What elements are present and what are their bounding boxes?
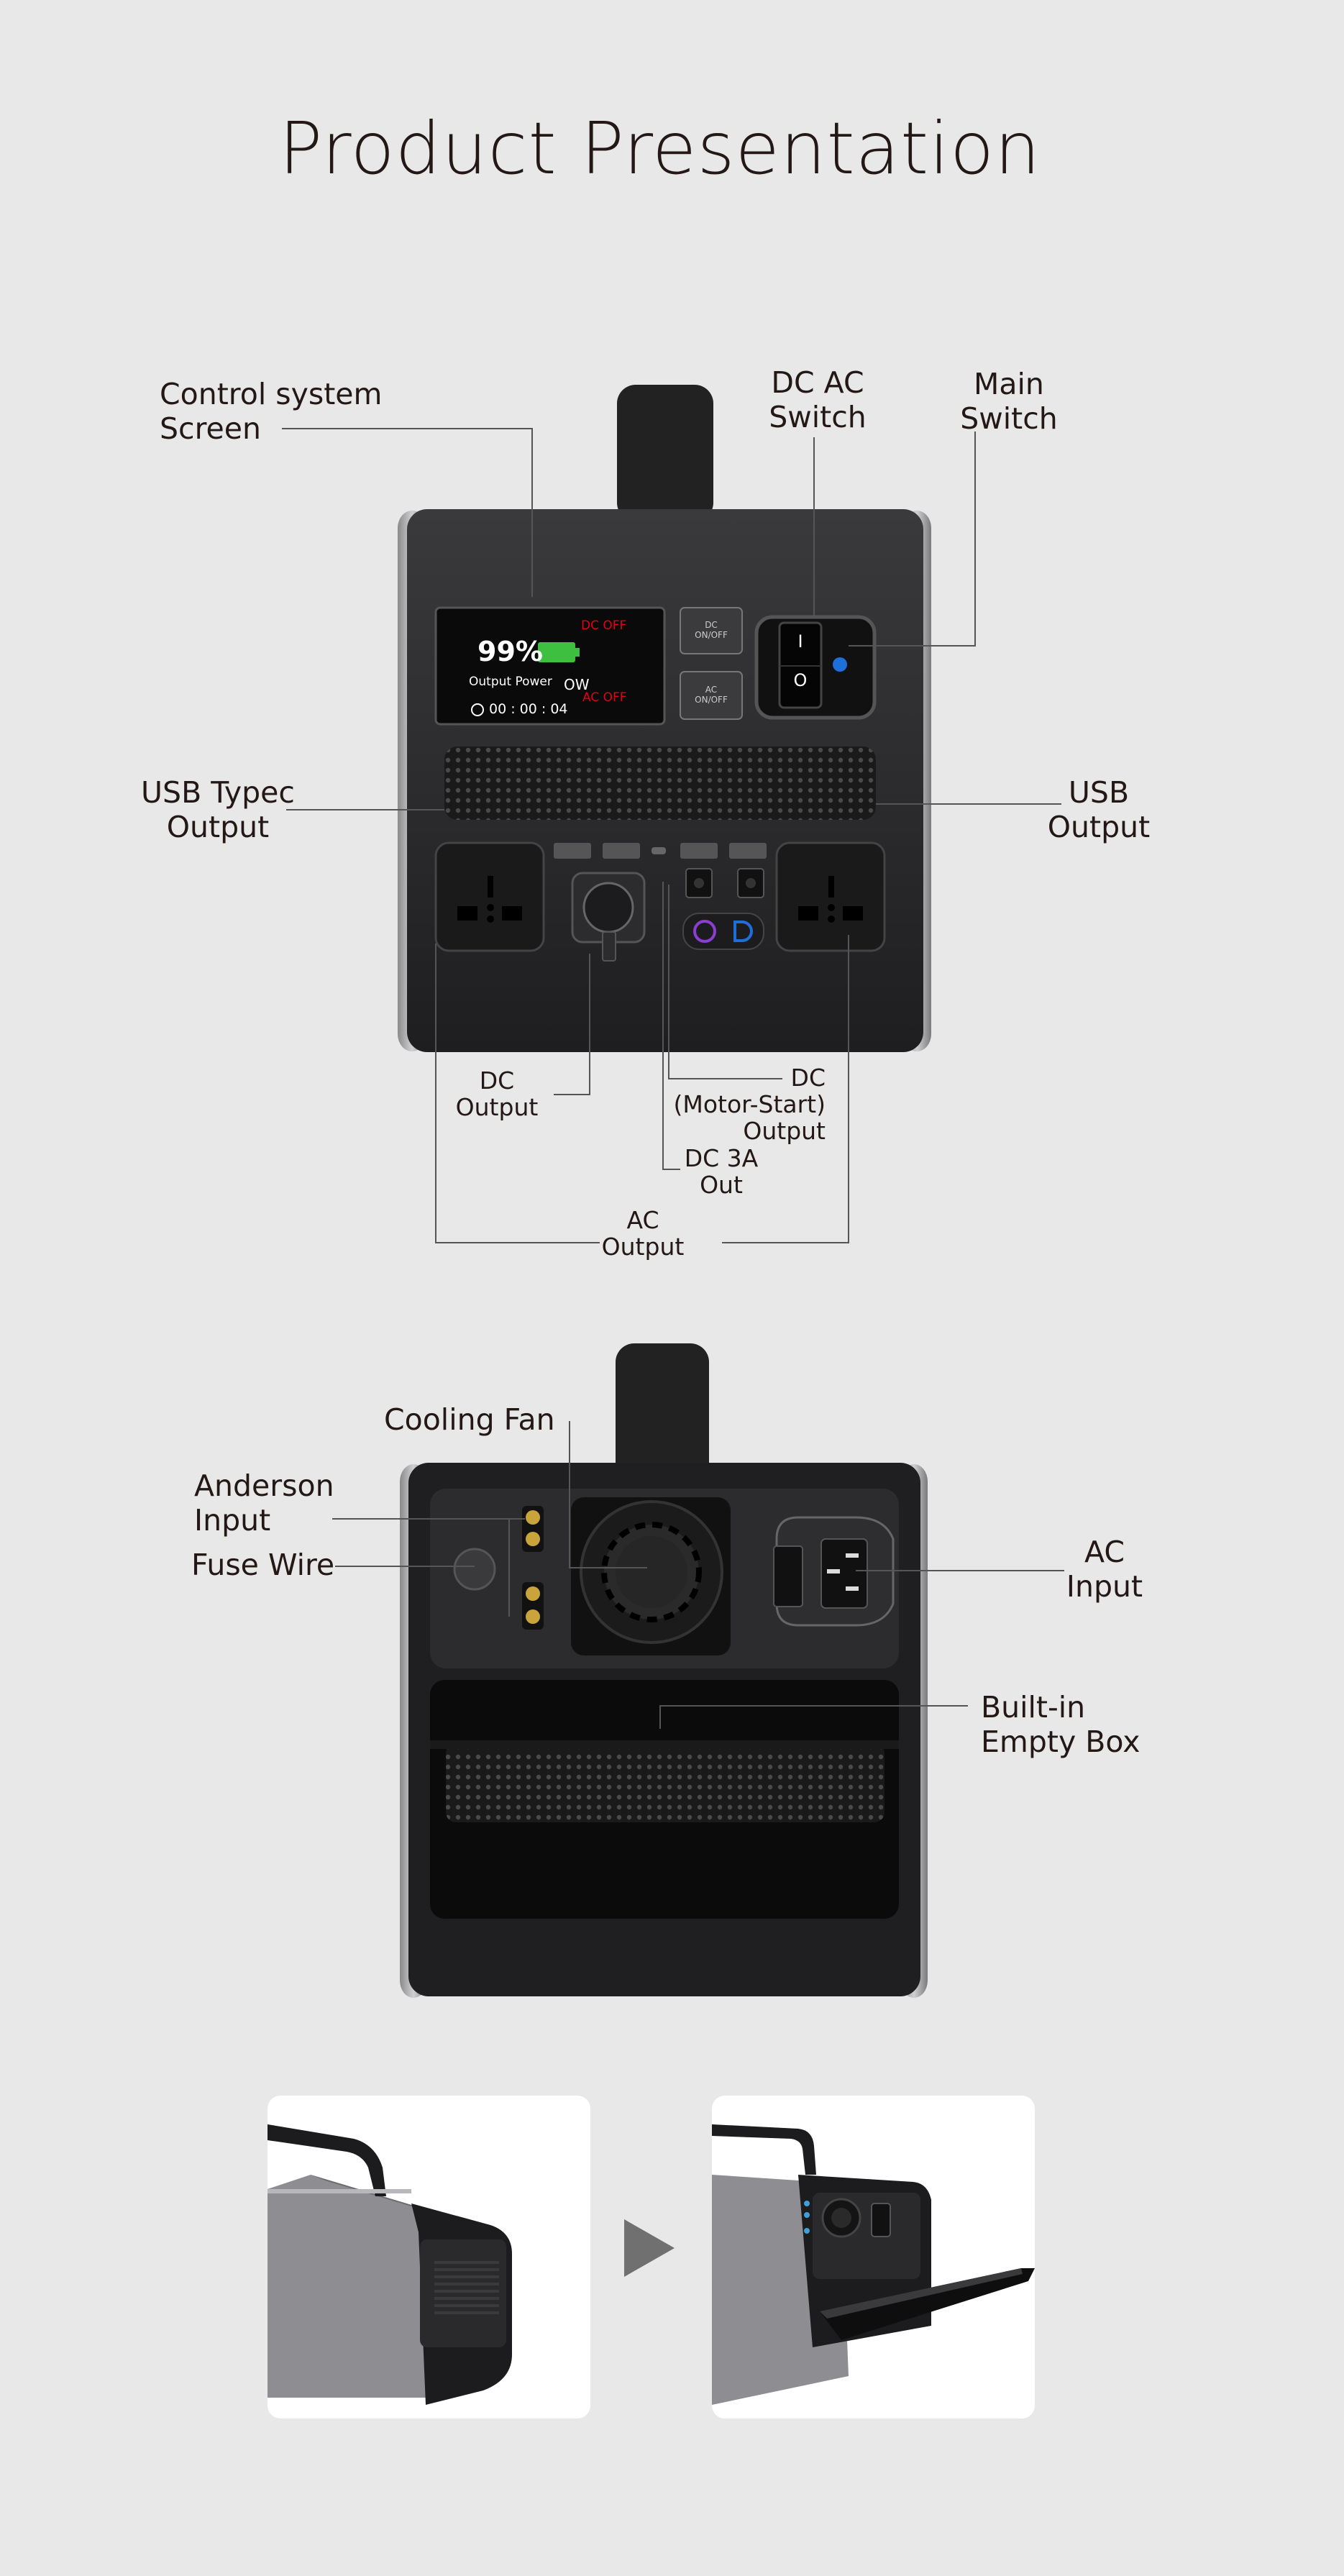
clock-icon bbox=[471, 703, 484, 716]
usb-port-1 bbox=[554, 843, 591, 859]
back-handle bbox=[616, 1343, 709, 1487]
ac-status: AC OFF bbox=[582, 690, 627, 705]
label-fuse-wire: Fuse Wire bbox=[191, 1548, 335, 1582]
anderson-input-ports bbox=[522, 1506, 544, 1630]
switch-on-mark: I bbox=[797, 631, 803, 652]
label-built-in-empty-box: Built-in Empty Box bbox=[981, 1690, 1140, 1759]
usb-port-2 bbox=[603, 843, 640, 859]
usb-port-4 bbox=[729, 843, 767, 859]
output-power-value: OW bbox=[564, 676, 590, 693]
dc-onoff-button[interactable]: DC ON/OFF bbox=[695, 620, 728, 640]
label-dc-motor-start-output: DC (Motor-Start) Output bbox=[673, 1064, 826, 1145]
fuse-wire-holder bbox=[453, 1548, 496, 1591]
label-ac-input: AC Input bbox=[1066, 1535, 1143, 1604]
label-ac-output: AC Output bbox=[601, 1206, 685, 1261]
control-screen bbox=[434, 606, 666, 726]
page-title: Product Presentation bbox=[279, 106, 1041, 191]
label-anderson-input: Anderson Input bbox=[194, 1469, 334, 1538]
label-usb-output: USB Output bbox=[1047, 775, 1151, 844]
built-in-empty-box bbox=[430, 1680, 899, 1919]
back-side-cap-right bbox=[900, 1464, 928, 1998]
blue-indicator-icon bbox=[833, 657, 847, 672]
label-cooling-fan: Cooling Fan bbox=[384, 1402, 555, 1437]
front-leader-lines bbox=[282, 428, 1061, 1243]
photo-card-closed bbox=[268, 2096, 590, 2419]
blue-d-indicator-icon bbox=[733, 921, 753, 942]
battery-percent: 99% bbox=[477, 636, 543, 667]
purple-indicator-icon bbox=[693, 920, 716, 943]
ac-outlet-left bbox=[434, 841, 545, 952]
label-control-screen: Control system Screen bbox=[160, 377, 383, 446]
label-dc-ac-switch: DC AC Switch bbox=[769, 365, 867, 434]
label-dc-3a-out: DC 3A Out bbox=[684, 1144, 759, 1199]
ac-onoff-button[interactable]: AC ON/OFF bbox=[695, 685, 728, 705]
play-triangle-icon bbox=[624, 2219, 675, 2277]
label-usb-typec-output: USB Typec Output bbox=[141, 775, 295, 844]
usb-typec-port bbox=[652, 847, 666, 854]
switch-off-mark: O bbox=[793, 670, 808, 690]
ac-onoff-button-shape bbox=[680, 671, 743, 720]
photo-card-open bbox=[712, 2096, 1035, 2419]
back-upper-panel bbox=[430, 1489, 899, 1668]
dc-status: DC OFF bbox=[581, 618, 627, 633]
back-side-cap-left bbox=[400, 1464, 427, 1998]
cooling-fan bbox=[571, 1497, 731, 1655]
timer: 00 : 00 : 04 bbox=[489, 701, 568, 717]
usb-port-3 bbox=[680, 843, 718, 859]
front-vent bbox=[444, 746, 876, 820]
back-body bbox=[408, 1463, 920, 1996]
front-view-diagram bbox=[282, 385, 1061, 1243]
label-main-switch: Main Switch bbox=[960, 367, 1058, 436]
battery-icon bbox=[538, 642, 575, 662]
dc-car-socket bbox=[571, 872, 646, 962]
ac-input-socket bbox=[773, 1516, 895, 1627]
dc-onoff-button-shape bbox=[680, 607, 743, 654]
top-handle bbox=[617, 385, 713, 521]
output-power-label: Output Power bbox=[469, 675, 552, 689]
label-dc-output: DC Output bbox=[455, 1067, 539, 1121]
back-leader-lines bbox=[332, 1421, 1064, 1729]
ac-outlet-right bbox=[775, 841, 886, 952]
